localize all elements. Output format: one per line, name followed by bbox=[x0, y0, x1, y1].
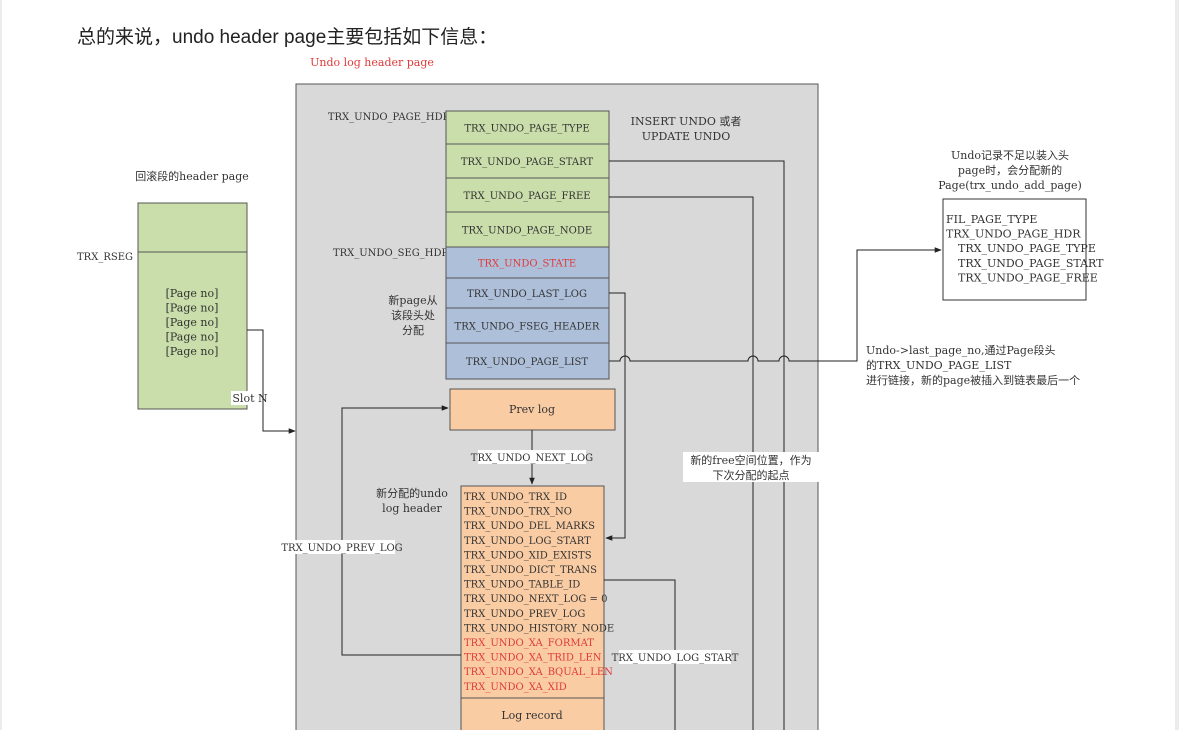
log-header-field: TRX_UNDO_XA_XID bbox=[464, 682, 567, 693]
new-page-field: TRX_UNDO_PAGE_TYPE bbox=[958, 242, 1096, 255]
link-note-2: 的TRX_UNDO_PAGE_LIST bbox=[866, 358, 1012, 372]
rseg-page-no: [Page no] bbox=[166, 331, 219, 344]
page-hdr-field-label: TRX_UNDO_PAGE_TYPE bbox=[464, 124, 589, 135]
page-hdr-field bbox=[445, 211, 610, 248]
page-start-line bbox=[609, 160, 785, 730]
add-page-note-2: page时，会分配新的 bbox=[958, 163, 1062, 177]
new-header-note-2: log header bbox=[382, 502, 442, 515]
log-header-field: TRX_UNDO_XA_BQUAL_LEN bbox=[464, 667, 613, 678]
slot-label: Slot N bbox=[232, 392, 268, 405]
seg-hdr-field-label: TRX_UNDO_FSEG_HEADER bbox=[455, 322, 600, 333]
left-border bbox=[0, 0, 2, 730]
page-hdr-field bbox=[445, 110, 610, 145]
log-start-label: TRX_UNDO_LOG_START bbox=[612, 653, 739, 664]
log-record-box bbox=[460, 697, 605, 730]
log-header-field: TRX_UNDO_PREV_LOG bbox=[464, 609, 585, 620]
next-log-label-bg bbox=[478, 450, 586, 464]
seg-hdr-field-label: TRX_UNDO_STATE bbox=[478, 259, 576, 270]
prev-log-link-label-bg bbox=[289, 540, 395, 554]
rseg-page-no: [Page no] bbox=[166, 287, 219, 300]
log-header-field: TRX_UNDO_TRX_ID bbox=[464, 492, 567, 503]
seg-hdr-field-label: TRX_UNDO_PAGE_LIST bbox=[466, 357, 588, 368]
new-page-field: FIL_PAGE_TYPE bbox=[946, 213, 1037, 226]
rseg-side-label: TRX_RSEG bbox=[77, 252, 133, 263]
diagram-title: Undo log header page bbox=[310, 56, 434, 69]
page-list-arrow bbox=[609, 247, 942, 362]
log-header-field: TRX_UNDO_XA_TRID_LEN bbox=[464, 653, 602, 664]
log-header-field: TRX_UNDO_HISTORY_NODE bbox=[464, 623, 614, 634]
seg-hdr-field bbox=[445, 342, 610, 380]
link-note-3: 进行链接，新的page被插入到链表最后一个 bbox=[866, 373, 1080, 387]
next-log-label: TRX_UNDO_NEXT_LOG bbox=[471, 453, 593, 464]
rseg-page-no: [Page no] bbox=[166, 302, 219, 315]
log-header-box bbox=[460, 485, 605, 699]
log-header-field: TRX_UNDO_LOG_START bbox=[464, 536, 591, 547]
add-page-note-3: Page(trx_undo_add_page) bbox=[938, 179, 1082, 192]
free-note-bg bbox=[683, 452, 819, 482]
log-header-field: TRX_UNDO_DEL_MARKS bbox=[464, 521, 595, 532]
add-page-note-1: Undo记录不足以装入头 bbox=[951, 149, 1069, 162]
new-page-note-2: 该段头处 bbox=[391, 308, 435, 322]
page-type-note-2: UPDATE UNDO bbox=[642, 130, 730, 143]
log-start-label-bg bbox=[619, 650, 731, 664]
page-type-note-1: INSERT UNDO 或者 bbox=[631, 115, 742, 128]
log-record-label: Log record bbox=[501, 709, 562, 722]
prev-log-arrow bbox=[341, 405, 461, 656]
page-hdr-label: TRX_UNDO_PAGE_HDR bbox=[328, 112, 451, 123]
log-header-field: TRX_UNDO_XA_FORMAT bbox=[464, 638, 594, 649]
page-hdr-field-label: TRX_UNDO_PAGE_FREE bbox=[463, 191, 590, 202]
new-page-box bbox=[942, 198, 1087, 301]
log-header-field: TRX_UNDO_NEXT_LOG = 0 bbox=[464, 594, 607, 605]
page-hdr-field bbox=[445, 177, 610, 213]
page-hdr-field-label: TRX_UNDO_PAGE_NODE bbox=[462, 226, 592, 237]
prev-log-link-label: TRX_UNDO_PREV_LOG bbox=[281, 543, 402, 554]
last-log-arrow bbox=[605, 292, 626, 541]
seg-hdr-field-label: TRX_UNDO_LAST_LOG bbox=[467, 289, 587, 300]
rseg-page-box bbox=[137, 202, 248, 410]
rseg-page-no: [Page no] bbox=[166, 316, 219, 329]
page-hdr-field-label: TRX_UNDO_PAGE_START bbox=[461, 157, 594, 168]
free-note-1: 新的free空间位置，作为 bbox=[690, 453, 811, 467]
prev-log-box bbox=[449, 388, 616, 431]
slot-label-bg bbox=[231, 391, 269, 405]
page-free-line bbox=[609, 196, 754, 730]
log-start-line bbox=[604, 579, 676, 730]
rseg-caption: 回滚段的header page bbox=[135, 169, 249, 183]
intro-text: 总的来说，undo header page主要包括如下信息： bbox=[77, 27, 498, 48]
new-page-field: TRX_UNDO_PAGE_HDR bbox=[946, 228, 1081, 241]
log-header-field: TRX_UNDO_TABLE_ID bbox=[464, 580, 580, 591]
log-header-field: TRX_UNDO_XID_EXISTS bbox=[464, 550, 592, 561]
new-page-field: TRX_UNDO_PAGE_START bbox=[958, 257, 1104, 270]
new-page-note-3: 分配 bbox=[402, 324, 424, 337]
free-note-2: 下次分配的起点 bbox=[713, 468, 790, 482]
slot-to-page-arrow bbox=[247, 329, 296, 434]
link-note-1: Undo->last_page_no,通过Page段头 bbox=[866, 343, 1055, 357]
prev-log-label: Prev log bbox=[509, 403, 555, 416]
new-page-note-1: 新page从 bbox=[388, 293, 437, 307]
rseg-page-no: [Page no] bbox=[166, 345, 219, 358]
new-header-note-1: 新分配的undo bbox=[376, 486, 448, 500]
log-header-field: TRX_UNDO_TRX_NO bbox=[464, 507, 572, 518]
log-header-field: TRX_UNDO_DICT_TRANS bbox=[464, 565, 597, 576]
new-page-field: TRX_UNDO_PAGE_FREE bbox=[958, 271, 1098, 284]
seg-hdr-label: TRX_UNDO_SEG_HDR bbox=[333, 248, 450, 259]
right-scroll-edge bbox=[1175, 0, 1179, 730]
